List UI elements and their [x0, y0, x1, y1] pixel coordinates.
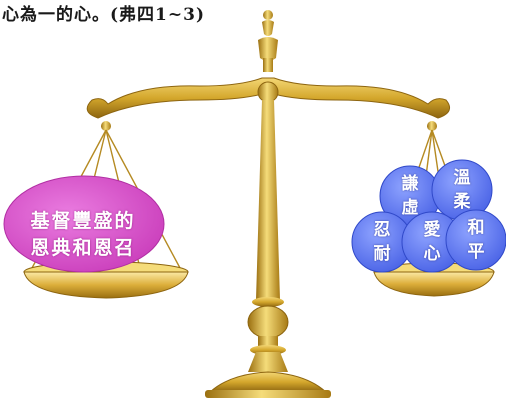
grace-ellipse [3, 175, 165, 273]
virtue-label-patience: 忍 耐 [362, 216, 402, 268]
grace-label-line1: 基督豐盛的 [30, 210, 136, 232]
virtue-circles [351, 159, 506, 273]
virtue-char: 心 [423, 244, 441, 264]
virtue-circle-peace [445, 209, 506, 271]
scale-beam [86, 77, 451, 131]
grace-label-line2: 恩典和恩召 [30, 237, 136, 259]
scale-finial [258, 10, 278, 72]
virtue-char: 忍 [373, 220, 391, 240]
virtue-label-gentleness: 溫 柔 [442, 164, 482, 216]
virtue-label-love: 愛 心 [412, 216, 452, 268]
virtue-char: 謙 [401, 174, 419, 194]
virtue-label-humility: 謙 虛 [390, 170, 430, 222]
virtue-char: 平 [467, 242, 485, 262]
virtue-char: 虛 [401, 198, 419, 218]
virtue-char: 耐 [373, 244, 391, 264]
virtue-char: 愛 [423, 220, 441, 240]
virtue-char: 和 [467, 218, 485, 238]
virtue-label-peace: 和 平 [456, 214, 496, 266]
scale-pillar [205, 100, 331, 398]
caption-text: 心為一的心。(弗四1~3) [2, 5, 205, 25]
grace-label: 基督豐盛的 恩典和恩召 [8, 180, 158, 290]
virtue-char: 溫 [453, 168, 471, 188]
virtue-char: 柔 [453, 192, 471, 212]
